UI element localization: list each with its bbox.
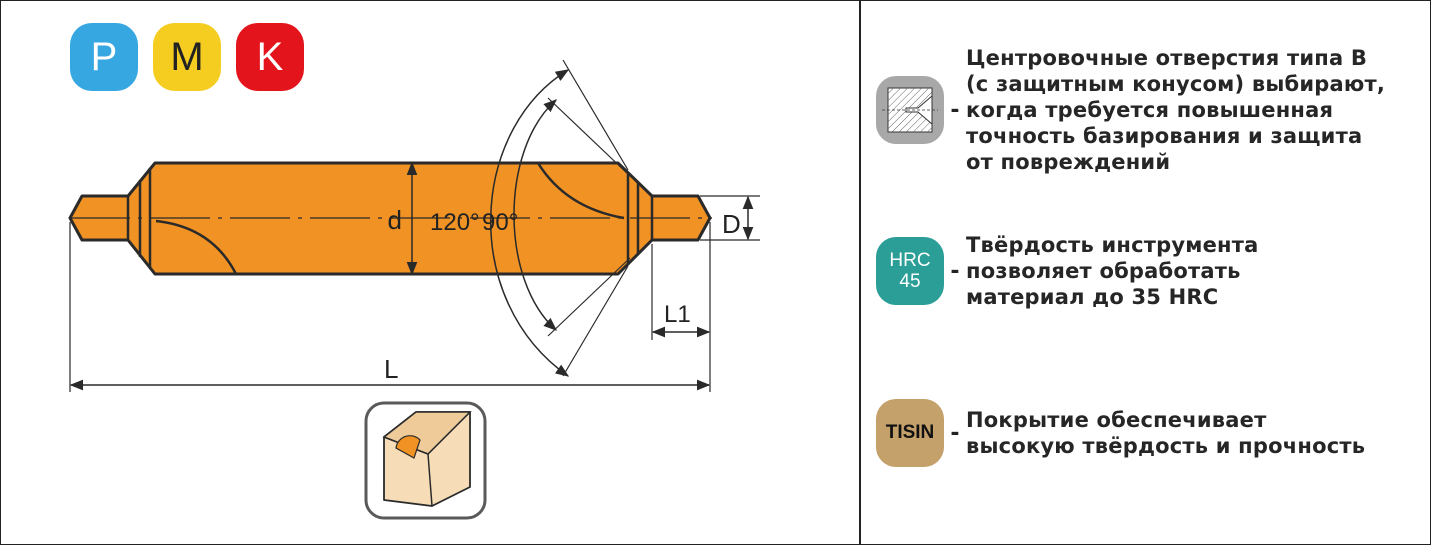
hrc-label: HRC — [889, 250, 931, 271]
angle-extension-lines — [547, 59, 631, 377]
dim-L1-extensions — [651, 222, 711, 392]
dim-L1-label: L1 — [664, 301, 691, 328]
text-line: (с защитным конусом) выбирают, — [966, 72, 1386, 96]
text-line: точность базирования и защита — [966, 124, 1363, 148]
feature-dash: - — [950, 97, 960, 123]
angle-120-label: 120° — [430, 209, 480, 236]
text-line: материал до 35 HRC — [966, 285, 1219, 309]
hrc-badge-icon: HRC 45 — [876, 237, 944, 305]
dim-d-label: d — [388, 205, 402, 235]
text-line: Центровочные отверстия типа В — [966, 46, 1368, 70]
feature-dash: - — [950, 420, 960, 446]
panel-divider — [859, 0, 861, 545]
cube-cut-icon — [364, 401, 487, 520]
feature-row-centre-hole: - Центровочные отверстия типа В (с защит… — [876, 45, 1385, 175]
feature-dash: - — [950, 258, 960, 284]
material-badge-p: P — [70, 23, 138, 91]
feature-text-coating: Покрытие обеспечивает высокую твёрдость … — [966, 407, 1365, 459]
angle-90-label: 90° — [482, 209, 518, 236]
text-line: когда требуется повышенная — [966, 98, 1334, 122]
dim-L-label: L — [384, 354, 398, 384]
angle-120-arc — [489, 69, 570, 377]
feature-text-centre-hole: Центровочные отверстия типа В (с защитны… — [966, 45, 1385, 175]
text-line: высокую твёрдость и прочность — [966, 434, 1366, 458]
dim-D-label: D — [722, 209, 741, 239]
text-line: позволяет обработать — [966, 259, 1241, 283]
text-line: Покрытие обеспечивает — [966, 408, 1267, 432]
angle-90-arc — [513, 99, 558, 331]
material-badge-m: M — [153, 23, 221, 91]
text-line: от повреждений — [966, 150, 1171, 174]
tisin-label: TISIN — [885, 422, 935, 443]
feature-row-hardness: HRC 45 - Твёрдость инструмента позволяет… — [876, 232, 1259, 310]
text-line: Твёрдость инструмента — [966, 233, 1259, 257]
tisin-coating-icon: TISIN — [876, 399, 944, 467]
centre-hole-section-icon — [876, 76, 944, 144]
hrc-value: 45 — [899, 271, 921, 292]
feature-text-hardness: Твёрдость инструмента позволяет обработа… — [966, 232, 1259, 310]
material-badge-k: K — [236, 23, 304, 91]
feature-row-coating: TISIN - Покрытие обеспечивает высокую тв… — [876, 399, 1365, 467]
centre-drill-drawing: d 120° 90° D L1 L — [68, 59, 760, 520]
